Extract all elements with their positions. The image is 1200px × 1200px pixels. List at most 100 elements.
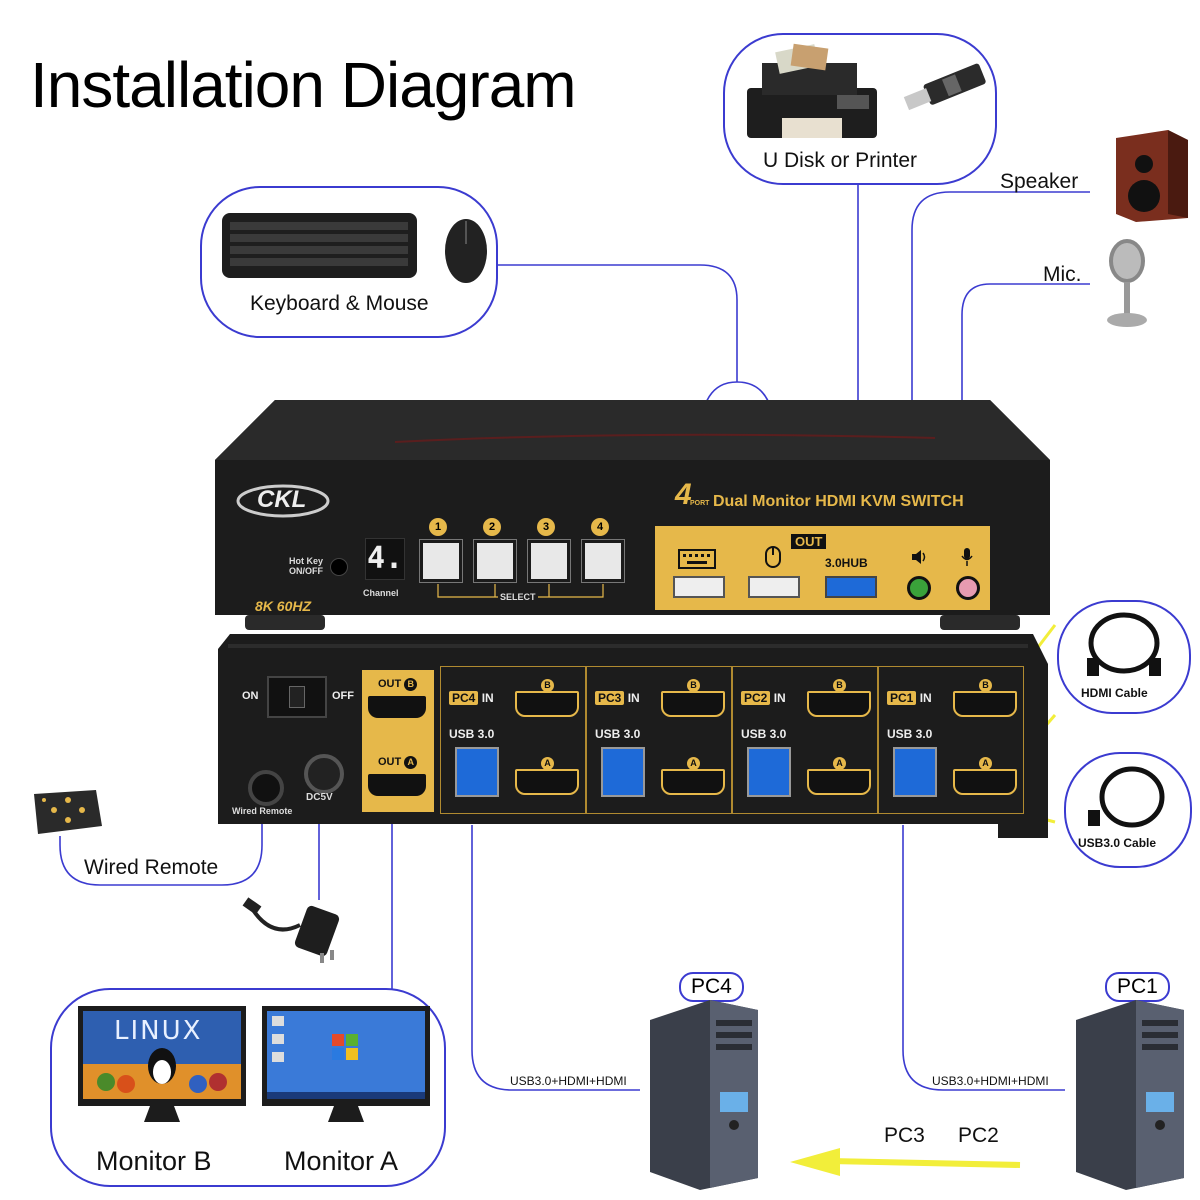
cable-label-right: USB3.0+HDMI+HDMI [932,1074,1049,1088]
button-number-2: 2 [483,518,501,536]
usb-port-hub[interactable] [825,576,877,598]
front-port-panel: OUT 3.0HUB [655,526,990,610]
pc4-port-a-tag: A [541,757,554,770]
pc4-in-label: PC4 IN [449,691,494,705]
pc3-in-label: PC3 IN [595,691,640,705]
select-button-4[interactable] [582,540,624,582]
wired-remote-port-label: Wired Remote [232,806,293,816]
power-on-label: ON [242,690,259,702]
brand-logo: CKL [235,482,335,520]
line-speaker [911,191,1090,560]
out-b-label: OUT B [378,678,418,691]
pc2-in-label: PC2 IN [741,691,786,705]
pc4-hdmi-a[interactable] [515,769,579,795]
power-off-label: OFF [332,690,354,702]
mouse-icon [445,219,487,283]
pc1-hdmi-b[interactable] [953,691,1017,717]
udisk-printer-label: U Disk or Printer [763,149,918,172]
hdmi-cable-icon [1087,612,1161,676]
pc2-port-a-tag: A [833,757,846,770]
button-number-4: 4 [591,518,609,536]
pc1-usb-port[interactable] [893,747,937,797]
kvm-front-panel: CKL 8K 60HZ 4 PORT Dual Monitor HDMI KVM… [215,400,1050,630]
pc4-usb-port[interactable] [455,747,499,797]
pc2-port-b-tag: B [833,679,846,692]
pc1-port-b-tag: B [979,679,992,692]
linux-screen-text: LINUX [114,1016,203,1046]
cable-label-left: USB3.0+HDMI+HDMI [510,1074,627,1088]
wired-remote-icon [34,790,102,834]
pc4-port-b-tag: B [541,679,554,692]
hdmi-out-b[interactable] [368,696,426,718]
hdmi-out-a[interactable] [368,774,426,796]
pc1-in-label: PC1 IN [887,691,932,705]
mic-icon [1107,239,1147,327]
pc2-hdmi-a[interactable] [807,769,871,795]
pc1-usb-label: USB 3.0 [887,727,933,741]
output-port-strip: OUT B OUT A [362,670,434,812]
select-button-3[interactable] [528,540,570,582]
pc3-hdmi-a[interactable] [661,769,725,795]
dc-power-port[interactable] [304,754,344,794]
udisk-printer-bubble: U Disk or Printer [723,33,997,185]
model-port: PORT [690,500,710,507]
pc3-label: PC3 [884,1124,925,1147]
dc-label: DC5V [306,792,333,803]
model-name: Dual Monitor HDMI KVM SWITCH [713,493,964,510]
pc-group-pc4: PC4 IN USB 3.0 B A [440,666,586,814]
pc1-port-a-tag: A [979,757,992,770]
monitor-b-label: Monitor B [96,1146,212,1176]
monitors-bubble: LINUX Monitor B Monitor A [50,988,446,1187]
pc3-hdmi-b[interactable] [661,691,725,717]
out-a-label: OUT A [378,756,418,769]
power-adapter-icon [242,897,340,963]
wired-remote-port[interactable] [248,770,284,806]
audio-out-jack[interactable] [907,576,931,600]
pc-group-pc2: PC2 IN USB 3.0 B A [732,666,878,814]
select-button-2[interactable] [474,540,516,582]
keyboard-mouse-label: Keyboard & Mouse [250,292,429,315]
mic-in-jack[interactable] [956,576,980,600]
wired-remote-label: Wired Remote [84,856,219,879]
pc3-usb-label: USB 3.0 [595,727,641,741]
line-pc1 [902,825,1065,1091]
printer-icon [747,43,877,138]
pc-direction-arrow [790,1148,1021,1176]
brand-text: CKL [257,486,307,513]
model-number: 4 [675,478,692,511]
pc4-usb-label: USB 3.0 [449,727,495,741]
channel-label: Channel [363,588,399,598]
button-number-1: 1 [429,518,447,536]
pc4-tower-icon [650,1000,758,1190]
power-switch[interactable] [267,676,327,718]
pc-input-groups: PC4 IN USB 3.0 B A PC3 IN USB 3.0 B A PC… [440,666,1030,814]
button-number-3: 3 [537,518,555,536]
channel-display: 4. [365,538,405,580]
usb-cable-bubble: USB3.0 Cable [1064,752,1192,868]
line-pc4 [471,825,640,1091]
line-keyboard [495,264,738,382]
select-label: SELECT [498,592,538,602]
monitor-b-icon [78,1006,246,1122]
pc4-tag: PC4 [679,972,744,1002]
monitor-a-icon [262,1006,430,1122]
pc-group-pc3: PC3 IN USB 3.0 B A [586,666,732,814]
speaker-label: Speaker [1000,170,1079,193]
pc1-tower-icon [1076,1000,1184,1190]
keyboard-port-icon [678,549,716,569]
usb-port-mouse[interactable] [748,576,800,598]
pc2-label: PC2 [958,1124,999,1147]
pc4-hdmi-b[interactable] [515,691,579,717]
select-button-1[interactable] [420,540,462,582]
spec-label: 8K 60HZ [255,598,312,614]
pc3-usb-port[interactable] [601,747,645,797]
pc1-hdmi-a[interactable] [953,769,1017,795]
usb-port-keyboard[interactable] [673,576,725,598]
hotkey-button[interactable] [330,558,348,576]
hub-label: 3.0HUB [825,556,868,570]
kvm-back-panel: ON OFF Wired Remote DC5V OUT B OUT A PC4… [218,634,1048,844]
pc2-usb-port[interactable] [747,747,791,797]
monitor-a-label: Monitor A [284,1146,399,1176]
pc2-hdmi-b[interactable] [807,691,871,717]
hdmi-cable-bubble: HDMI Cable [1057,600,1191,714]
